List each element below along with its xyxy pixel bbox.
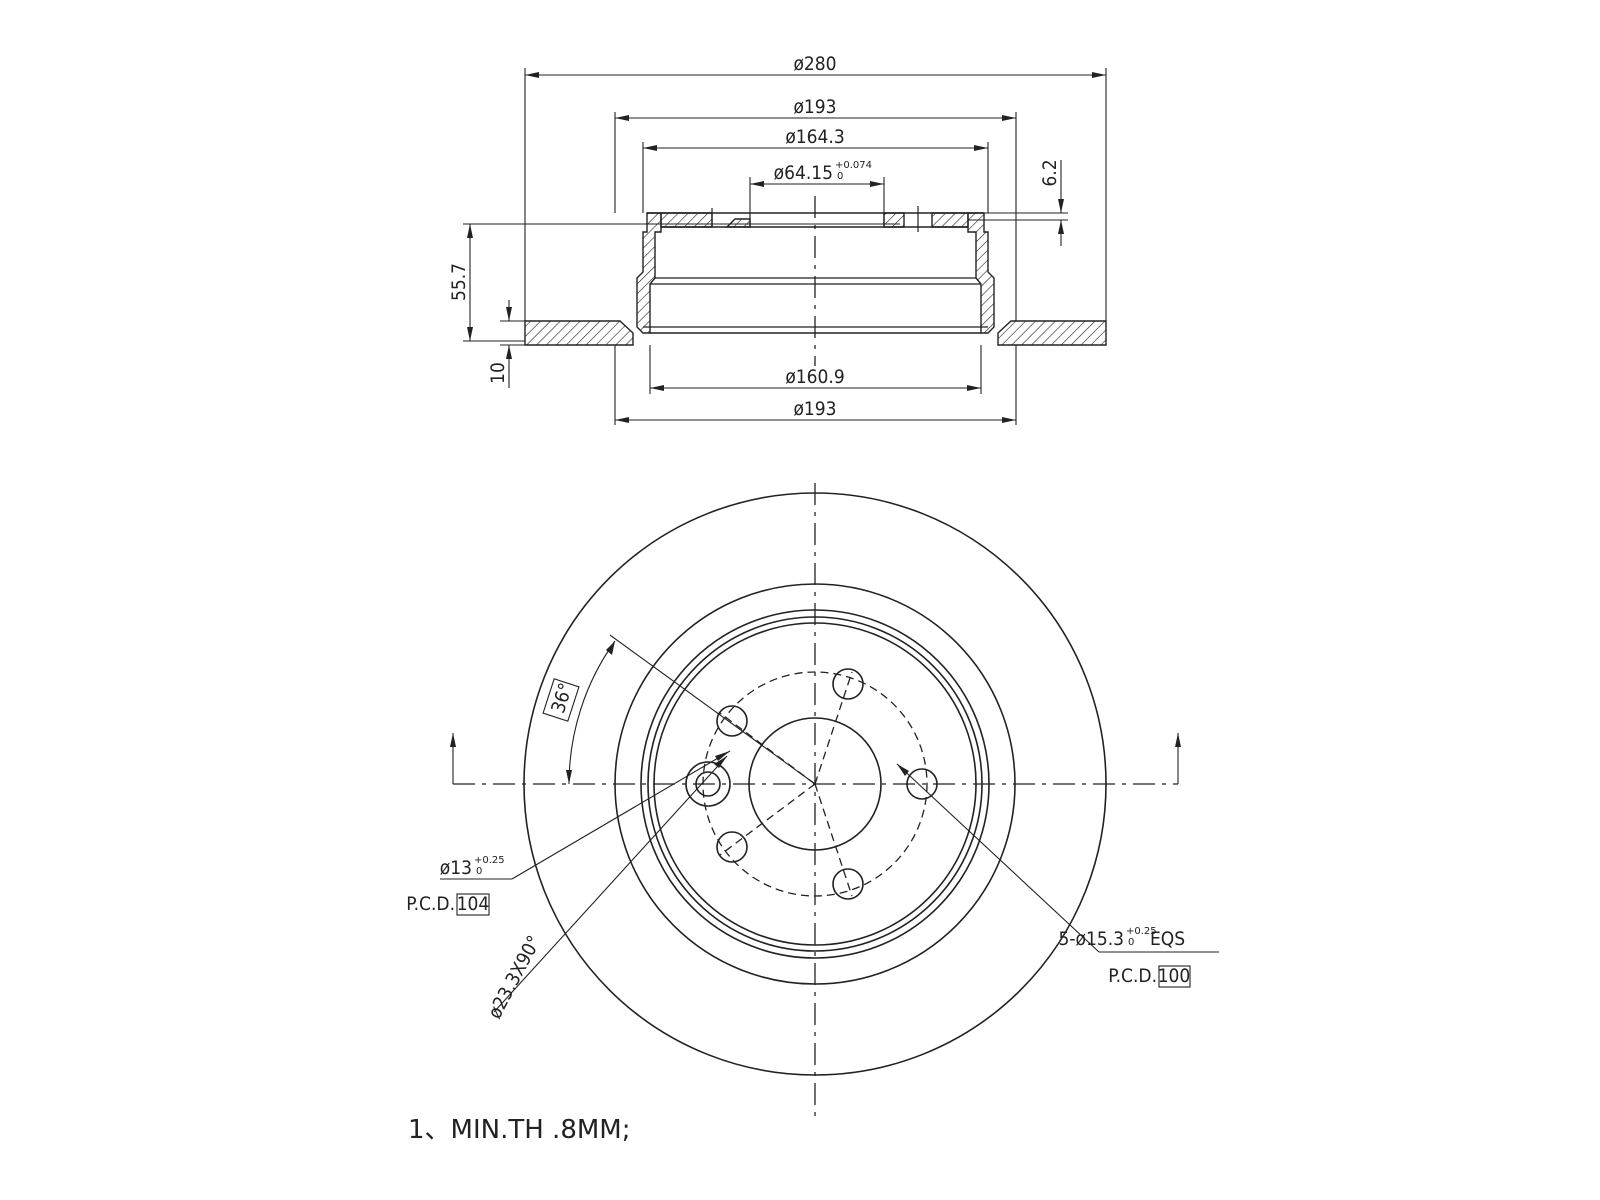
- angle-36: 36°: [542, 634, 816, 785]
- pcd-small-value: 104: [457, 893, 490, 915]
- chamfer-label: ø23.3X90°: [484, 932, 546, 1022]
- bolt-holes-suffix: EQS: [1150, 928, 1185, 950]
- dim-hat-outer-top: ø193: [615, 96, 1016, 121]
- disc-flange-left: [524, 320, 634, 346]
- bolt-holes-tol-lower: 0: [1128, 937, 1134, 948]
- pcd-large-label: P.C.D.: [1108, 965, 1157, 987]
- hat-outer-circle: [614, 583, 1016, 985]
- hat-wall-right: [967, 212, 995, 334]
- dim-label-64-15: ø64.15: [774, 162, 833, 184]
- hat-top-left: [660, 212, 713, 228]
- radial-line: [719, 783, 816, 856]
- bolt-hole: [832, 868, 864, 900]
- dim-label-55-7: 55.7: [448, 263, 470, 301]
- bolt-hole: [716, 831, 748, 863]
- pcd-circle: [702, 671, 928, 897]
- dim-hat-thickness: 6.2: [1039, 159, 1064, 246]
- side-section-view: ø280 ø193 ø164.3 ø64.15 +0.074 0: [448, 53, 1107, 425]
- bolt-holes: [685, 668, 938, 900]
- hat-top-left-inner: [725, 218, 751, 228]
- bolt-holes-label: 5-ø15.3: [1058, 928, 1124, 950]
- locating-hole-outer: [685, 761, 731, 807]
- radial-line: [814, 671, 853, 785]
- dim-label-280: ø280: [793, 53, 836, 75]
- bolt-hole: [716, 705, 748, 737]
- dim-label-193-top: ø193: [793, 96, 836, 118]
- dim-label-6-2: 6.2: [1039, 159, 1061, 186]
- center-bore-circle: [748, 717, 882, 851]
- pcd-small-box: [456, 893, 490, 916]
- front-view: 36° ø13 +0.25 0 P.C.D. 104 ø23.3X90° 5-ø…: [406, 483, 1219, 1123]
- hole-small-label: ø13: [440, 857, 472, 879]
- dim-height: 55.7: [448, 224, 473, 341]
- hole-small-tol-upper: +0.25: [474, 855, 505, 866]
- bolt-hole: [832, 668, 864, 700]
- hat-top-right-outer: [931, 212, 969, 228]
- locating-hole-inner: [695, 771, 721, 797]
- pcd-large-box: [1158, 965, 1191, 988]
- hat-circle-3: [647, 616, 983, 952]
- hat-top-right: [883, 212, 905, 228]
- dim-label-10: 10: [487, 362, 509, 384]
- dim-hat-outer-bottom: ø193: [615, 398, 1016, 423]
- dim-center-bore: ø64.15 +0.074 0: [750, 160, 884, 187]
- dim-tol-upper: +0.074: [835, 160, 872, 171]
- hat-circle-2: [640, 609, 990, 959]
- dim-label-193-bottom: ø193: [793, 398, 836, 420]
- pcd-large-value: 100: [1158, 965, 1191, 987]
- disc-flange-right: [997, 320, 1107, 346]
- dim-tol-lower: 0: [837, 171, 843, 182]
- leader-bolt-holes: 5-ø15.3 +0.25 0 EQS P.C.D. 100: [896, 763, 1219, 988]
- section-marker-left: [450, 733, 456, 784]
- section-marker-right: [1175, 733, 1181, 784]
- dim-hat-inner-top: ø164.3: [643, 126, 988, 151]
- dim-outer-diameter: ø280: [525, 53, 1106, 78]
- hat-circle-4: [653, 622, 977, 946]
- dim-hat-inner-bottom: ø160.9: [650, 366, 981, 391]
- hat-wall-left: [636, 212, 662, 334]
- note-min-thickness: 1、MIN.TH .8MM;: [408, 1115, 631, 1145]
- leader-chamfer: ø23.3X90°: [484, 755, 728, 1022]
- dim-disc-thickness: 10: [487, 300, 525, 388]
- pcd-small-label: P.C.D.: [406, 893, 455, 915]
- disc-outer-circle: [523, 492, 1107, 1076]
- bolt-holes-tol-upper: +0.25: [1126, 926, 1157, 937]
- hole-small-tol-lower: 0: [476, 866, 482, 877]
- dim-label-160-9: ø160.9: [785, 366, 844, 388]
- leader-hole-small: ø13 +0.25 0 P.C.D. 104: [406, 750, 731, 916]
- bolt-hole: [906, 768, 938, 800]
- dim-label-164-3: ø164.3: [785, 126, 844, 148]
- radial-line: [814, 783, 853, 897]
